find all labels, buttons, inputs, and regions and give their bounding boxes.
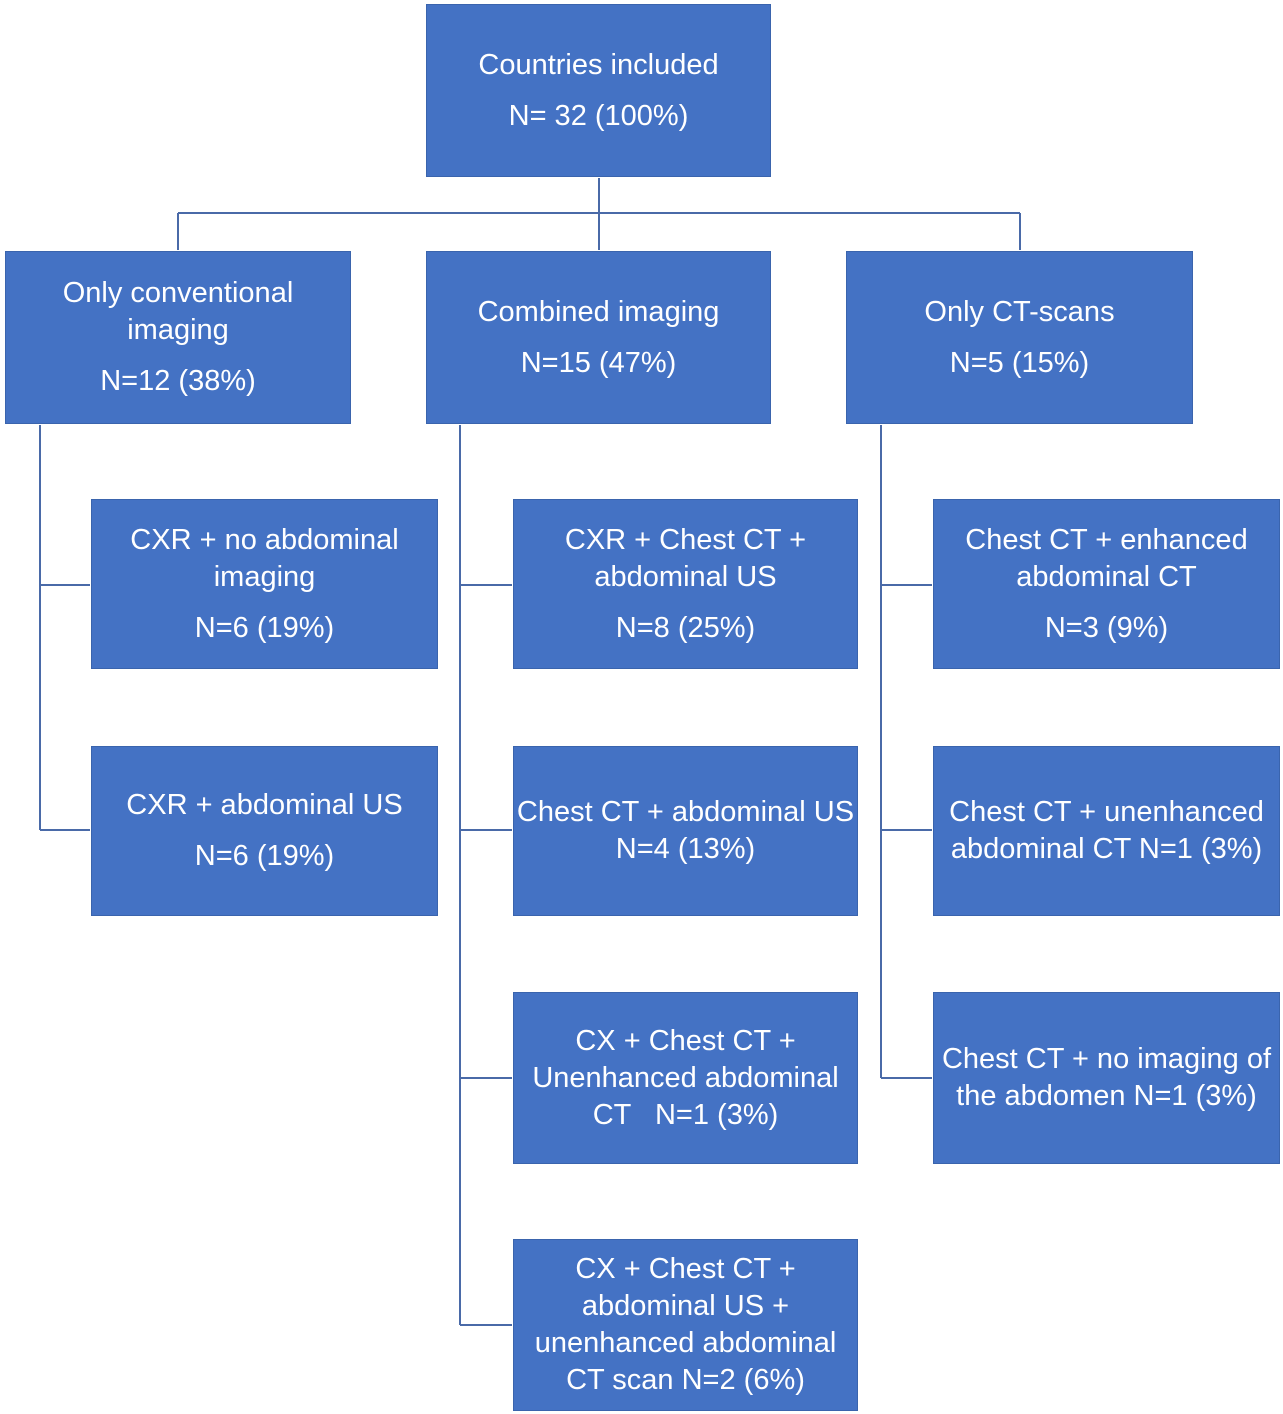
root-node: Countries included N= 32 (100%)	[426, 4, 771, 177]
leaf-line: Chest CT + abdominal US	[516, 796, 855, 828]
leaf-line: abdominal CT	[1016, 560, 1197, 593]
leaf-line: imaging	[213, 560, 316, 593]
leaf-line: CX + Chest CT +	[575, 1253, 796, 1285]
leaf-line: CT scan N=2 (6%)	[566, 1364, 805, 1396]
leaf-count: N=3 (9%)	[1044, 611, 1169, 644]
leaf-cx-chest-ct-unenhanced: CX + Chest CT + Unenhanced abdominal CT …	[513, 992, 858, 1164]
leaf-line: Chest CT + no imaging of	[941, 1043, 1272, 1075]
leaf-count: N=6 (19%)	[194, 611, 335, 644]
leaf-cx-chest-ct-us-unenhanced: CX + Chest CT + abdominal US + unenhance…	[513, 1239, 858, 1411]
leaf-line: the abdomen N=1 (3%)	[956, 1080, 1257, 1112]
category-title-line: Only conventional	[62, 277, 294, 309]
leaf-line: abdominal CT N=1 (3%)	[950, 833, 1263, 865]
leaf-line: CXR + abdominal US	[126, 789, 403, 821]
root-title: Countries included	[478, 48, 719, 81]
leaf-line: CT N=1 (3%)	[592, 1098, 779, 1131]
leaf-line: abdominal US	[594, 560, 777, 593]
leaf-cxr-abdominal-us: CXR + abdominal US N=6 (19%)	[91, 746, 438, 916]
leaf-chest-ct-no-abdomen: Chest CT + no imaging of the abdomen N=1…	[933, 992, 1280, 1164]
leaf-line: Chest CT + unenhanced	[949, 796, 1264, 828]
category-conventional: Only conventional imaging N=12 (38%)	[5, 251, 351, 424]
leaf-line: N=4 (13%)	[615, 833, 756, 865]
leaf-chest-ct-enhanced: Chest CT + enhanced abdominal CT N=3 (9%…	[933, 499, 1280, 669]
leaf-line: abdominal US +	[581, 1290, 790, 1322]
leaf-line: Unenhanced abdominal	[532, 1061, 839, 1094]
category-count: N=5 (15%)	[949, 346, 1090, 379]
leaf-count: N=8 (25%)	[615, 611, 756, 644]
leaf-chest-ct-unenhanced: Chest CT + unenhanced abdominal CT N=1 (…	[933, 746, 1280, 916]
category-title-line: Only CT-scans	[924, 295, 1115, 328]
leaf-cxr-no-abdominal: CXR + no abdominal imaging N=6 (19%)	[91, 499, 438, 669]
leaf-line: CXR + Chest CT +	[564, 523, 807, 556]
category-combined: Combined imaging N=15 (47%)	[426, 251, 771, 424]
leaf-line: CXR + no abdominal	[130, 523, 399, 556]
root-count: N= 32 (100%)	[508, 99, 689, 132]
category-count: N=15 (47%)	[520, 346, 677, 379]
category-ct-only: Only CT-scans N=5 (15%)	[846, 251, 1193, 424]
leaf-cxr-chest-ct-abdominal-us: CXR + Chest CT + abdominal US N=8 (25%)	[513, 499, 858, 669]
leaf-line: Chest CT + enhanced	[965, 523, 1248, 556]
category-count: N=12 (38%)	[100, 365, 256, 397]
leaf-count: N=6 (19%)	[194, 840, 335, 872]
category-title-line: imaging	[127, 314, 229, 346]
leaf-line: CX + Chest CT +	[575, 1024, 796, 1057]
leaf-chest-ct-abdominal-us: Chest CT + abdominal US N=4 (13%)	[513, 746, 858, 916]
category-title-line: Combined imaging	[477, 295, 720, 328]
leaf-line: unenhanced abdominal	[534, 1327, 837, 1359]
